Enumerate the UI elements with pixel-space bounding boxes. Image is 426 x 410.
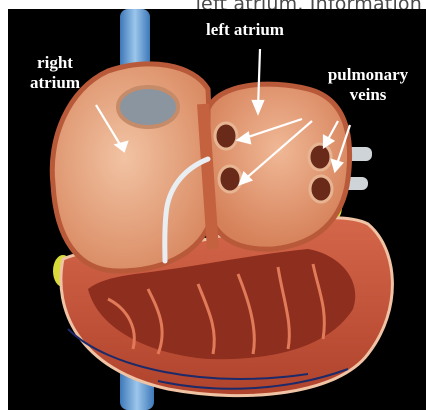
label-pulmonary-veins-line2: veins	[318, 85, 418, 105]
label-right-atrium-line1: right	[24, 53, 86, 73]
heart-illustration: right atrium left atrium pulmonary veins	[8, 9, 426, 410]
label-left-atrium: left atrium	[190, 20, 300, 40]
vena-cava-opening	[118, 87, 178, 127]
label-pulmonary-veins: pulmonary veins	[318, 65, 418, 105]
label-pulmonary-veins-line1: pulmonary	[318, 65, 418, 85]
label-right-atrium: right atrium	[24, 53, 86, 93]
label-right-atrium-line2: atrium	[24, 73, 86, 93]
